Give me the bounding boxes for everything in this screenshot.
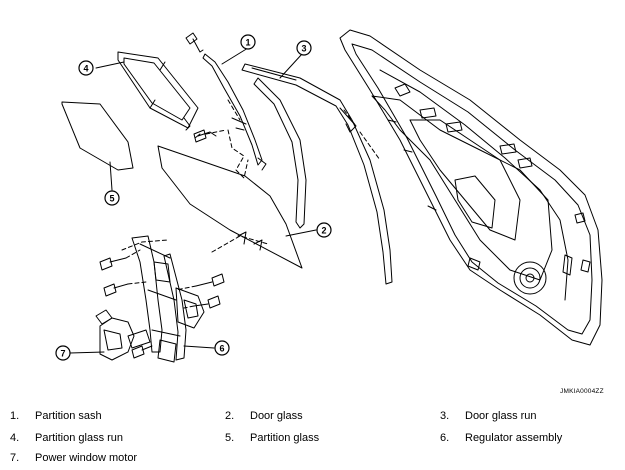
partition-glass-run-part — [117, 51, 199, 131]
legend-label: Door glass — [250, 410, 303, 422]
svg-text:3: 3 — [301, 44, 306, 54]
svg-text:4: 4 — [83, 64, 88, 74]
door-glass-part — [157, 145, 303, 269]
partition-sash-part — [185, 32, 267, 179]
legend-label: Partition glass — [250, 432, 320, 444]
legend-label: Partition glass run — [35, 432, 124, 444]
callout-7: 7 — [55, 345, 71, 361]
callout-5: 5 — [104, 190, 120, 206]
legend-number: 3. — [440, 410, 450, 422]
legend-number: 1. — [10, 410, 20, 422]
legend-label: Power window motor — [35, 452, 138, 464]
svg-text:1: 1 — [245, 38, 250, 48]
svg-text:5: 5 — [109, 194, 114, 204]
figure-id: JMKIA0004ZZ — [560, 388, 604, 395]
callout-6: 6 — [214, 340, 230, 356]
bolt-fasteners — [99, 129, 225, 359]
regulator-assembly-part — [121, 235, 205, 363]
legend-label: Door glass run — [465, 410, 537, 422]
exploded-parts-diagram: 1 3 4 5 2 6 7 — [55, 29, 603, 363]
callout-1: 1 — [240, 34, 256, 50]
callouts: 1 3 4 5 2 6 7 — [55, 34, 332, 361]
legend-number: 4. — [10, 432, 20, 444]
svg-text:2: 2 — [321, 226, 326, 236]
door-glass-run-part — [241, 63, 393, 285]
partition-glass-part — [61, 101, 134, 171]
leader-lines — [69, 47, 317, 354]
legend-number: 7. — [10, 452, 20, 464]
callout-4: 4 — [78, 60, 94, 76]
power-window-motor-part — [95, 309, 151, 361]
callout-3: 3 — [296, 40, 312, 56]
legend-number: 2. — [225, 410, 235, 422]
door-inner-panel — [339, 29, 603, 346]
svg-text:6: 6 — [219, 344, 224, 354]
legend-number: 6. — [440, 432, 450, 444]
svg-text:7: 7 — [60, 349, 65, 359]
legend-number: 5. — [225, 432, 235, 444]
legend-label: Regulator assembly — [465, 432, 563, 444]
guide-lines — [125, 99, 381, 309]
callout-2: 2 — [316, 222, 332, 238]
legend-label: Partition sash — [35, 410, 102, 422]
